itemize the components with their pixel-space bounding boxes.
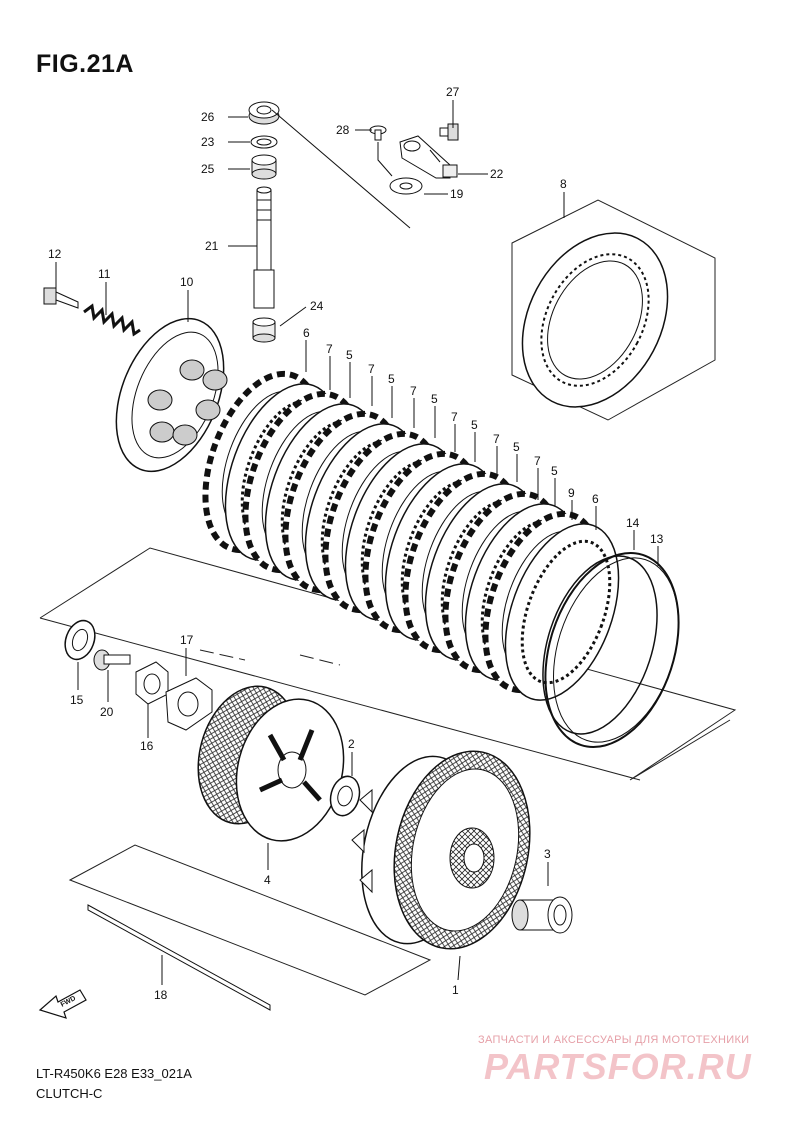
lock-washer-17 (165, 677, 213, 731)
section-name: CLUTCH-C (36, 1086, 103, 1101)
callout-13: 13 (650, 532, 664, 546)
model-code: LT-R450K6 E28 E33_021A (36, 1066, 192, 1081)
bearing-26 (248, 101, 280, 125)
figure-title: FIG.21A (36, 50, 134, 78)
bearing-24 (252, 317, 276, 343)
callout-5-f: 5 (551, 464, 558, 478)
callout-25: 25 (201, 162, 215, 176)
sleeve-hub-4 (197, 685, 345, 842)
watermark-logo: PARTSFOR.RU (484, 1046, 752, 1087)
plate-box-outline (511, 199, 716, 421)
callout-27: 27 (446, 85, 460, 99)
bolt-12 (43, 287, 79, 309)
callout-7-c: 7 (410, 384, 417, 398)
callout-7-d: 7 (451, 410, 458, 424)
washer-23 (250, 135, 278, 149)
screw-28 (369, 125, 387, 141)
push-rod-18 (87, 904, 271, 1011)
bush-3 (511, 896, 573, 934)
release-axis-line (271, 109, 411, 229)
nut-16 (135, 661, 169, 705)
release-arm-22 (399, 135, 458, 179)
watermark-tagline: ЗАПЧАСТИ И АКСЕССУАРЫ ДЛЯ МОТОТЕХНИКИ (478, 1034, 750, 1046)
spring-11 (83, 303, 141, 337)
callout-5-b: 5 (388, 372, 395, 386)
callout-12: 12 (48, 247, 62, 261)
callout-22: 22 (490, 167, 504, 181)
pressure-plate-10 (115, 317, 228, 473)
release-shaft-21 (253, 186, 275, 309)
driven-plate-8 (521, 232, 669, 408)
push-rod-outline (68, 844, 432, 996)
callout-26: 26 (201, 110, 215, 124)
callout-7-e: 7 (493, 432, 500, 446)
callout-5-a: 5 (346, 348, 353, 362)
bolt-27 (439, 123, 459, 141)
washer-19 (389, 177, 423, 195)
callout-18: 18 (154, 988, 168, 1002)
callout-8: 8 (560, 177, 567, 191)
bearing-15 (64, 619, 96, 661)
callout-17: 17 (180, 633, 194, 647)
callout-6-top: 6 (303, 326, 310, 340)
callout-5-c: 5 (431, 392, 438, 406)
callout-3: 3 (544, 847, 551, 861)
callout-24: 24 (310, 299, 324, 313)
judder-spring-13 (544, 551, 680, 749)
callout-10: 10 (180, 275, 194, 289)
callout-labels: 27 28 26 23 25 21 24 22 19 8 12 11 10 6 … (48, 85, 664, 1002)
callout-leaders (55, 100, 659, 985)
callout-4: 4 (264, 873, 271, 887)
callout-7-b: 7 (368, 362, 375, 376)
washer-2 (329, 775, 361, 817)
callout-11: 11 (98, 267, 111, 281)
spring-seat-14 (542, 555, 658, 735)
fwd-arrow-icon: FWD (38, 989, 87, 1019)
callout-14: 14 (626, 516, 640, 530)
callout-19: 19 (450, 187, 464, 201)
pin-20 (93, 649, 131, 671)
callout-5-e: 5 (513, 440, 520, 454)
arm-leader-lines (377, 142, 441, 177)
callout-7-f: 7 (534, 454, 541, 468)
clutch-plate-stack (202, 370, 620, 701)
callout-2: 2 (348, 737, 355, 751)
callout-15: 15 (70, 693, 84, 707)
callout-1: 1 (452, 983, 459, 997)
callout-7-a: 7 (326, 342, 333, 356)
callout-28: 28 (336, 123, 350, 137)
callout-6-bottom: 6 (592, 492, 599, 506)
callout-23: 23 (201, 135, 215, 149)
callout-5-d: 5 (471, 418, 478, 432)
bearing-25 (251, 154, 277, 180)
callout-16: 16 (140, 739, 154, 753)
callout-21: 21 (205, 239, 219, 253)
callout-20: 20 (100, 705, 114, 719)
clutch-housing-1 (351, 750, 531, 950)
callout-9: 9 (568, 486, 575, 500)
